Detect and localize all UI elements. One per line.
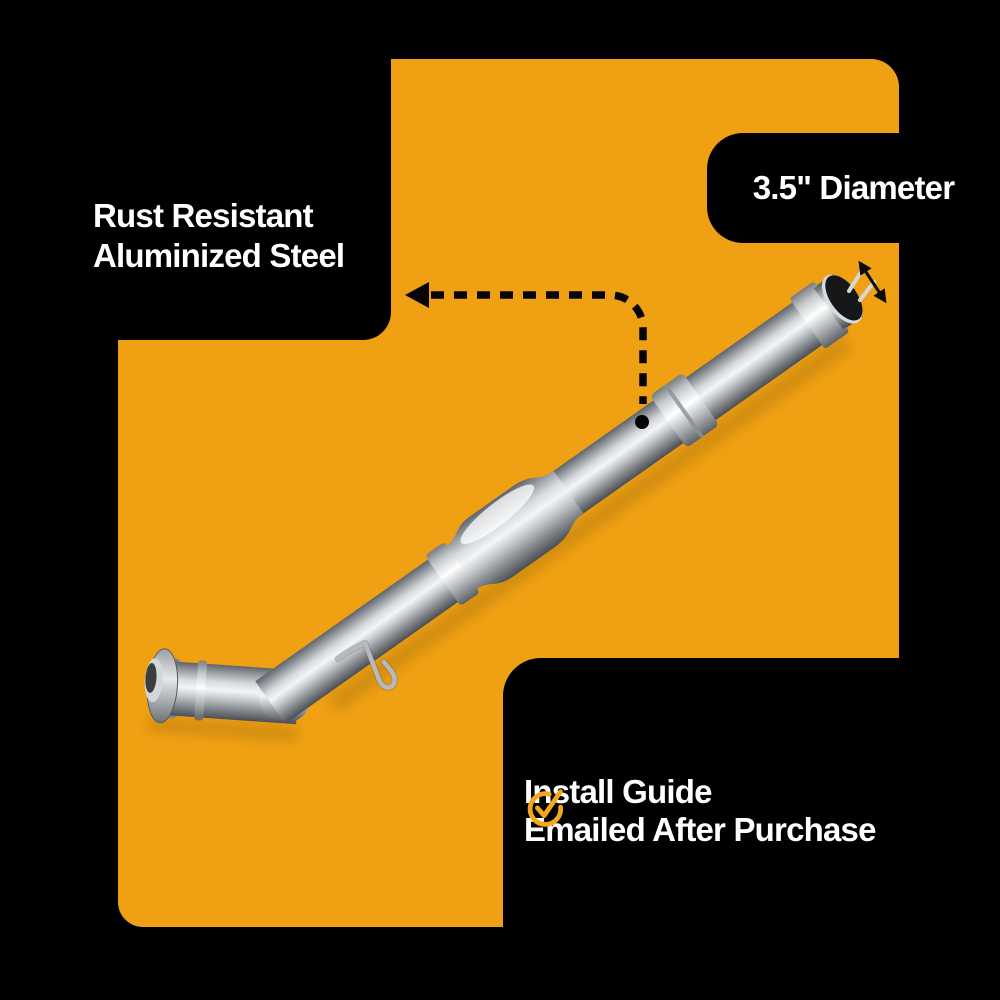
- install-line1: Install Guide: [524, 773, 712, 810]
- arrow-anchor-dot: [635, 415, 649, 429]
- exhaust-pipe-photo: [144, 270, 876, 742]
- pipe-weld-collar: [426, 543, 479, 605]
- dashed-arrow-left-icon: [405, 282, 649, 429]
- check-circle-icon: [527, 789, 564, 827]
- arrowhead: [405, 282, 429, 308]
- material-line1: Rust Resistant: [93, 197, 314, 234]
- double-headed-arrow-icon: [858, 260, 887, 304]
- material-line2: Aluminized Steel: [93, 237, 345, 274]
- install-callout: Install Guide Emailed After Purchase: [524, 773, 876, 849]
- diameter-label: 3.5" Diameter: [752, 169, 955, 206]
- hanger-rod: [334, 639, 398, 691]
- install-text: Install Guide Emailed After Purchase: [524, 773, 876, 849]
- diameter-badge: 3.5" Diameter: [707, 133, 1000, 243]
- pipe-opening: [825, 275, 863, 321]
- install-line2: Emailed After Purchase: [524, 811, 876, 848]
- pipe-main-section: [255, 273, 863, 724]
- material-callout: Rust Resistant Aluminized Steel: [93, 196, 345, 276]
- install-note-panel: [503, 658, 1000, 1000]
- pipe-bulge: [444, 470, 584, 591]
